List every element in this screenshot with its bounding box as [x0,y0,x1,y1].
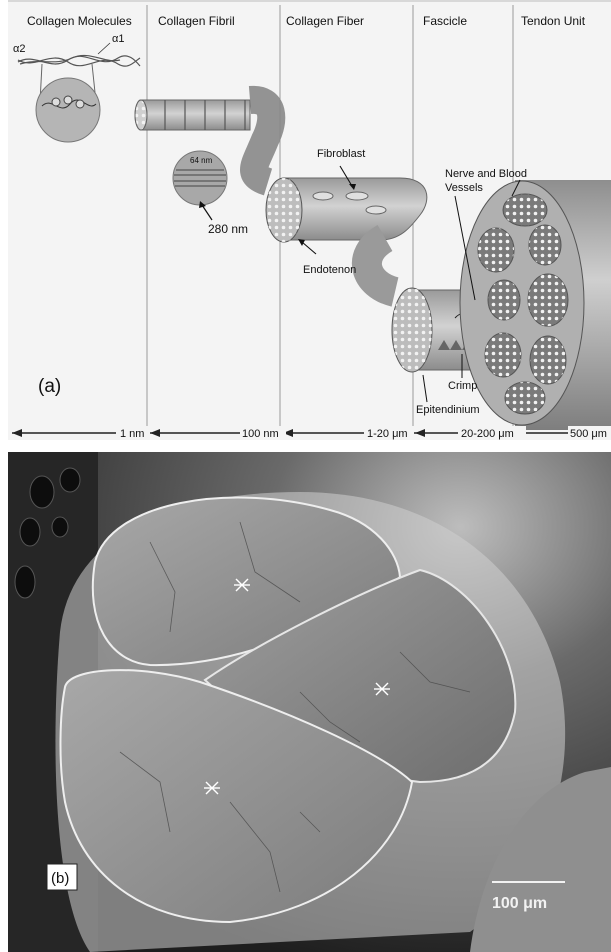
epitendinium-label: Epitendinium [416,404,480,416]
vessels-label: Vessels [445,182,483,194]
fibril-banding-circle: 64 nm [173,151,227,205]
nerve-label: Nerve and Blood [445,168,527,180]
scale-100nm: 100 nm [242,428,279,440]
header-tendon-unit: Tendon Unit [521,14,586,28]
scale-20-200um: 20-200 μm [461,428,514,440]
d-period-label: 64 nm [190,156,213,165]
alpha1-label: α1 [112,33,124,45]
alpha2-label: α2 [13,43,25,55]
fibril-280nm-label: 280 nm [208,222,248,236]
tendon-unit [460,180,611,430]
fibroblast-label: Fibroblast [317,148,365,160]
header-collagen-molecules: Collagen Molecules [27,14,132,28]
scale-500um: 500 μm [570,428,607,440]
panel-a-hierarchy-diagram: Collagen Molecules Collagen Fibril Colla… [0,0,611,445]
endotenon-label: Endotenon [303,264,356,276]
header-collagen-fibril: Collagen Fibril [158,14,235,28]
header-collagen-fiber: Collagen Fiber [286,14,364,28]
panel-a-label: (a) [38,376,61,397]
panel-b-label: (b) [51,870,69,887]
scale-1-20um: 1-20 μm [367,428,408,440]
scale-bar-label: 100 μm [492,895,547,912]
scale-1nm: 1 nm [120,428,144,440]
header-fascicle: Fascicle [423,14,467,28]
panel-b-sem-micrograph: (b) 100 μm [0,452,611,952]
crimp-label: Crimp [448,380,477,392]
